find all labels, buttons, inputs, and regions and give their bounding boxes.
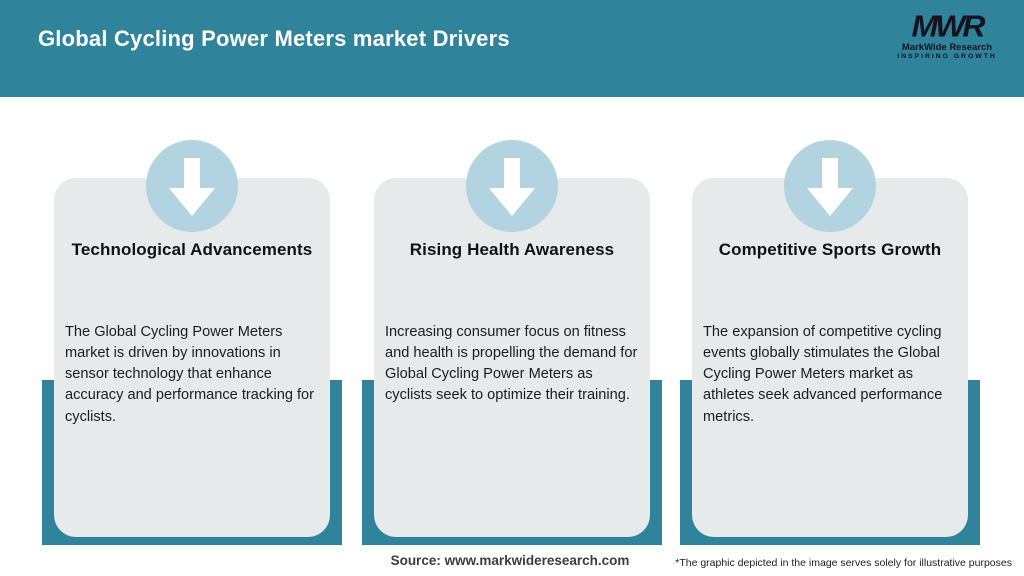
driver-card-technological-advancements: Technological Advancements The Global Cy…	[42, 140, 342, 545]
disclaimer-text: *The graphic depicted in the image serve…	[675, 557, 1012, 569]
page-title: Global Cycling Power Meters market Drive…	[38, 26, 510, 51]
card-description: The Global Cycling Power Meters market i…	[65, 324, 315, 425]
card-surface: Technological Advancements The Global Cy…	[54, 178, 330, 537]
card-surface: Competitive Sports Growth The expansion …	[692, 178, 968, 537]
card-surface: Rising Health Awareness Increasing consu…	[374, 178, 650, 537]
logo-name: MarkWide Research	[901, 42, 993, 53]
card-description: Increasing consumer focus on fitness and…	[385, 324, 638, 404]
card-description: The expansion of competitive cycling eve…	[703, 324, 943, 425]
markwide-research-logo: MWR MarkWide Research INSPIRING GROWTH	[892, 10, 1002, 62]
driver-card-competitive-sports-growth: Competitive Sports Growth The expansion …	[680, 140, 980, 545]
card-title: Competitive Sports Growth	[718, 240, 942, 259]
source-attribution: Source: www.markwideresearch.com	[390, 553, 630, 568]
header-bar: Global Cycling Power Meters market Drive…	[0, 0, 1024, 97]
arrow-down-icon	[146, 140, 238, 232]
driver-card-rising-health-awareness: Rising Health Awareness Increasing consu…	[362, 140, 662, 545]
arrow-down-icon	[784, 140, 876, 232]
arrow-down-icon	[466, 140, 558, 232]
card-title: Rising Health Awareness	[409, 240, 615, 259]
logo-tagline: INSPIRING GROWTH	[897, 53, 997, 61]
card-title: Technological Advancements	[71, 240, 313, 259]
logo-monogram: MWR	[911, 8, 986, 44]
